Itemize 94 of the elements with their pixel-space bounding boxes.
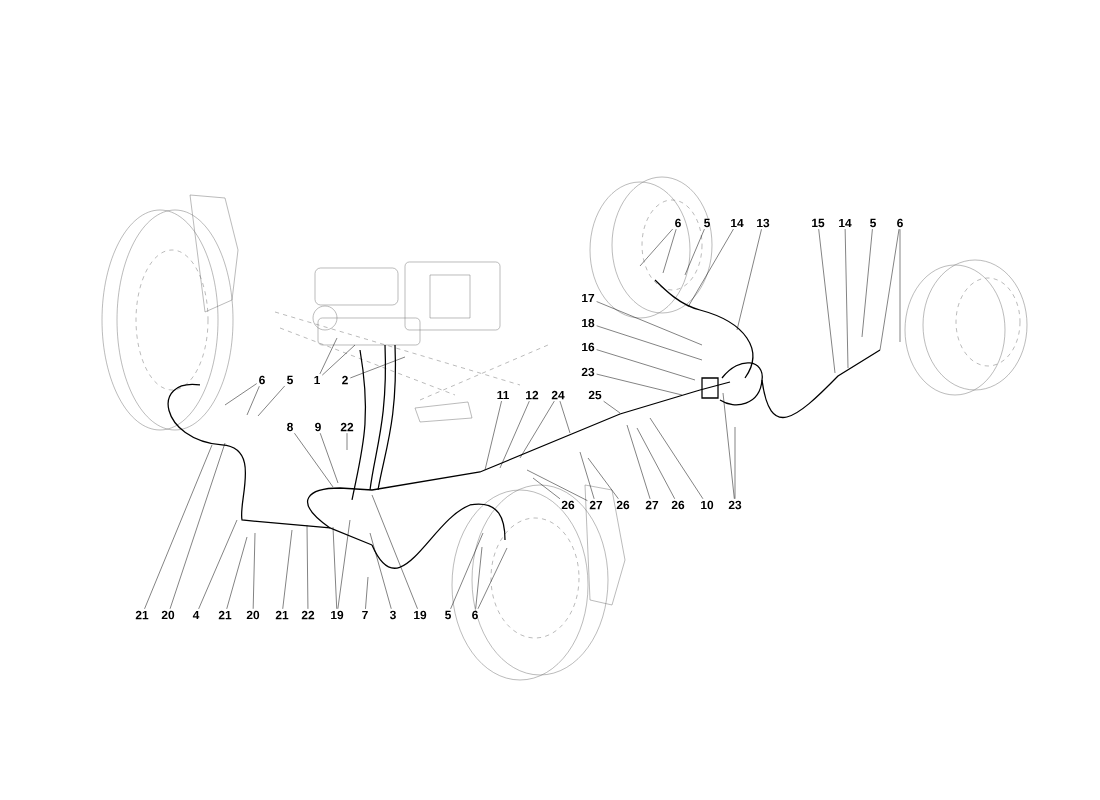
- callout-number: 22: [340, 422, 354, 432]
- leader-line: [844, 228, 849, 369]
- callout-number: 26: [671, 500, 685, 510]
- leader-line: [477, 547, 508, 610]
- callout-number: 7: [362, 610, 368, 620]
- leader-line: [169, 442, 226, 610]
- leader-line: [626, 424, 651, 500]
- callout-number: 26: [561, 500, 575, 510]
- leader-line: [257, 385, 285, 417]
- callout-number: 12: [526, 390, 539, 400]
- leader-line: [294, 432, 334, 488]
- callout-number: 2: [342, 375, 348, 385]
- leader-line: [484, 400, 502, 471]
- callout-number: 8: [287, 422, 293, 432]
- leader-line: [346, 432, 348, 451]
- leader-line: [337, 519, 351, 610]
- callout-number: 23: [581, 367, 595, 377]
- leader-line: [306, 524, 309, 610]
- leader-line: [369, 532, 392, 610]
- callout-number: 21: [275, 610, 289, 620]
- leader-line: [603, 400, 621, 414]
- callout-number: 14: [839, 218, 852, 228]
- callout-number: 11: [497, 390, 509, 400]
- leader-line: [252, 532, 256, 610]
- callout-number: 19: [414, 610, 427, 620]
- callout-number: 19: [331, 610, 344, 620]
- leader-line: [282, 529, 293, 610]
- leader-line: [596, 349, 696, 381]
- leader-line: [526, 469, 588, 501]
- callout-number: 21: [135, 610, 149, 620]
- callout-number: 14: [731, 218, 744, 228]
- leader-line: [879, 228, 900, 351]
- callout-number: 15: [812, 218, 825, 228]
- leader-line: [198, 519, 238, 610]
- leader-line: [226, 536, 248, 610]
- callout-number: 6: [259, 375, 265, 385]
- leader-line: [224, 383, 257, 406]
- callout-number: 18: [582, 318, 595, 328]
- leader-line: [899, 228, 901, 343]
- leader-line: [475, 546, 483, 610]
- callout-number: 23: [728, 500, 742, 510]
- callout-number: 20: [161, 610, 175, 620]
- callout-number: 5: [287, 375, 293, 385]
- leader-line: [532, 477, 561, 500]
- leader-line: [687, 228, 734, 308]
- leader-line: [861, 228, 873, 338]
- leader-line: [818, 228, 836, 374]
- leader-line: [579, 451, 595, 500]
- leader-line: [365, 576, 369, 610]
- leader-line: [722, 392, 735, 500]
- leader-line: [319, 432, 339, 484]
- leader-line: [350, 356, 406, 379]
- leader-line: [596, 373, 683, 396]
- callout-number: 3: [389, 610, 396, 620]
- callout-number: 4: [192, 610, 200, 620]
- callout-number: 6: [675, 218, 681, 228]
- callout-number: 10: [701, 500, 714, 510]
- callout-number: 27: [589, 500, 603, 510]
- leader-line: [636, 427, 675, 500]
- leader-line: [596, 325, 703, 361]
- leader-line: [587, 457, 619, 500]
- callout-number: 1: [314, 375, 320, 385]
- leader-line: [662, 228, 677, 274]
- leader-line: [144, 444, 213, 610]
- callout-number: 21: [218, 610, 232, 620]
- leader-line: [499, 400, 530, 469]
- callout-number: 26: [616, 500, 630, 510]
- callout-number: 16: [582, 342, 595, 352]
- leader-line: [319, 337, 338, 375]
- callout-number: 5: [870, 218, 876, 228]
- callout-number: 5: [704, 218, 710, 228]
- leader-line: [519, 400, 555, 459]
- callout-number: 22: [301, 610, 315, 620]
- callout-number: 25: [588, 390, 602, 400]
- leader-line: [639, 228, 673, 267]
- leader-line: [322, 344, 356, 376]
- leader-line: [450, 532, 484, 610]
- callout-number: 6: [472, 610, 478, 620]
- leader-line: [559, 400, 571, 434]
- callout-number: 13: [757, 218, 770, 228]
- leader-line: [332, 526, 337, 610]
- leader-line: [734, 426, 736, 500]
- leader-line: [371, 494, 418, 610]
- leader-line: [596, 301, 703, 346]
- leader-line: [649, 417, 704, 500]
- callout-number: 20: [246, 610, 260, 620]
- leader-line: [246, 385, 260, 416]
- callout-number: 9: [315, 422, 321, 432]
- callout-number: 17: [582, 293, 595, 303]
- callout-number: 27: [645, 500, 659, 510]
- callout-number: 24: [551, 390, 565, 400]
- callout-number: 6: [897, 218, 903, 228]
- callout-number: 5: [445, 610, 451, 620]
- leader-line: [736, 228, 762, 331]
